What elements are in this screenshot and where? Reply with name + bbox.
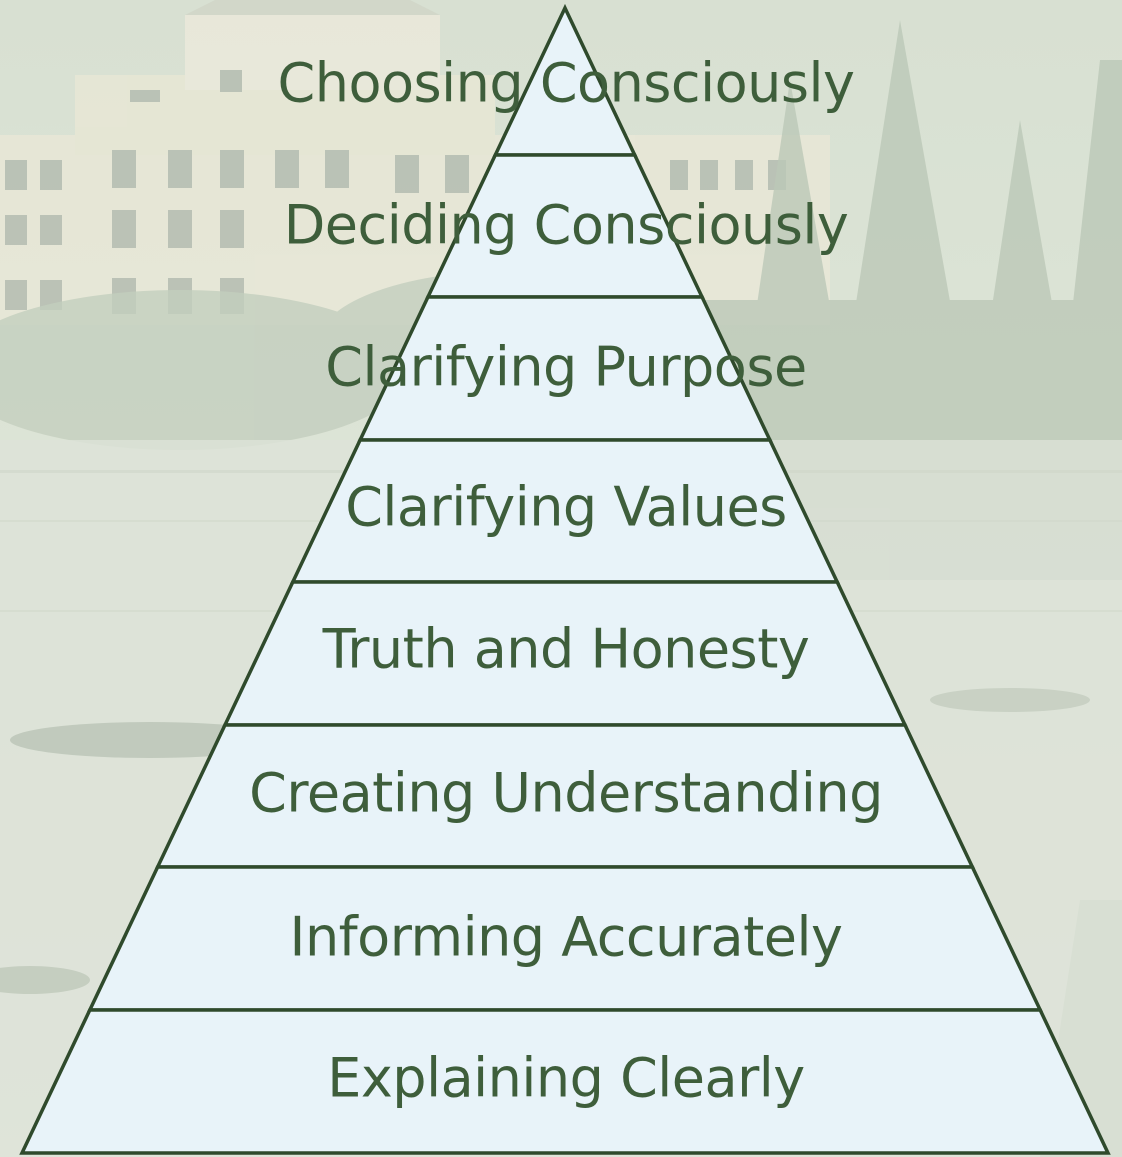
pyramid-tier-label: Truth and Honesty [322, 618, 810, 681]
pyramid-tier-label: Clarifying Values [345, 476, 787, 539]
pyramid-tier-label: Informing Accurately [290, 906, 843, 969]
pyramid-tier-label: Creating Understanding [249, 762, 883, 825]
pyramid-tier-label: Explaining Clearly [327, 1047, 805, 1110]
pyramid-tier-label: Deciding Consciously [284, 194, 849, 257]
pyramid-tier-label: Clarifying Purpose [325, 336, 806, 399]
building-icon [0, 0, 830, 325]
pyramid-tier [19, 1008, 1111, 1155]
pyramid-tier-label: Choosing Consciously [278, 52, 855, 115]
pyramid-tier-shape [19, 1008, 1111, 1155]
